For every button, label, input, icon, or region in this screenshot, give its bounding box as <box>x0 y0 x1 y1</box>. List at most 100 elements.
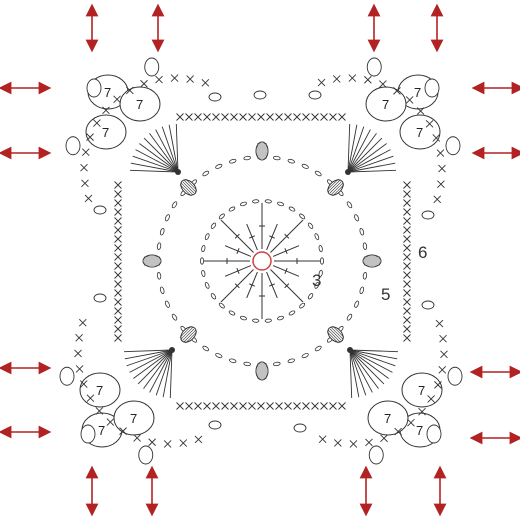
sc-stitch <box>440 335 447 342</box>
sc-stitch <box>115 191 122 198</box>
sc-stitch <box>436 320 443 327</box>
chain-ring-inner <box>265 199 272 203</box>
sc-stitch <box>213 114 220 121</box>
petal-label-7: 7 <box>416 125 423 140</box>
sc-stitch <box>187 76 194 83</box>
chain-ring-inner <box>318 245 322 252</box>
chain-ring-outer <box>301 353 309 359</box>
chain-ring-inner <box>252 199 259 203</box>
sc-stitch <box>115 326 122 333</box>
sc-stitch <box>213 403 220 410</box>
sc-stitch <box>404 209 411 216</box>
sc-stitch <box>379 81 386 88</box>
sc-stitch <box>321 403 328 410</box>
sc-stitch <box>156 76 163 83</box>
chain-ring-inner <box>200 258 203 264</box>
chain-ring-inner <box>240 201 247 206</box>
round-label-6: 6 <box>418 244 427 261</box>
sc-stitch <box>249 114 256 121</box>
sc-stitch <box>404 182 411 189</box>
sc-stitch <box>339 403 346 410</box>
sc-stitch <box>321 114 328 121</box>
chain-ring-outer <box>273 156 280 160</box>
chain-ring-outer <box>171 313 178 321</box>
sc-stitch <box>115 254 122 261</box>
sc-stitch <box>202 79 209 86</box>
fan-treble <box>139 144 178 172</box>
chain-ring-outer <box>202 345 210 352</box>
bobble-picot <box>367 58 381 76</box>
sc-stitch <box>404 254 411 261</box>
sc-stitch <box>333 75 340 82</box>
chain-ring-outer <box>157 243 161 250</box>
sc-stitch <box>79 319 86 326</box>
sc-stitch <box>115 263 122 270</box>
sc-stitch <box>439 366 446 373</box>
sc-stitch <box>231 403 238 410</box>
sc-stitch <box>222 114 229 121</box>
fan-treble <box>348 144 387 172</box>
bobble-picot <box>369 446 383 464</box>
chain-ring-inner <box>299 213 306 220</box>
petal-label-7: 7 <box>418 383 425 398</box>
picot <box>209 421 221 429</box>
chain-ring-inner <box>314 233 320 240</box>
chain-ring-outer <box>160 228 165 235</box>
sc-stitch <box>404 272 411 279</box>
fan-treble <box>144 350 172 389</box>
picot <box>209 93 221 101</box>
sc-stitch <box>115 209 122 216</box>
sc-stitch <box>404 191 411 198</box>
picot <box>422 211 434 219</box>
sc-stitch <box>115 290 122 297</box>
sc-stitch <box>115 236 122 243</box>
sc-stitch <box>434 196 441 203</box>
sc-stitch <box>404 281 411 288</box>
sc-stitch <box>440 351 447 358</box>
sc-stitch <box>140 80 147 87</box>
chain-ring-outer <box>314 170 322 177</box>
sc-stitch <box>177 114 184 121</box>
chain-ring-inner <box>277 316 284 321</box>
sc-stitch <box>75 350 82 357</box>
sc-stitch <box>204 403 211 410</box>
fan-anchor <box>347 347 353 353</box>
sc-stitch <box>404 317 411 324</box>
petal-label-7: 7 <box>130 411 137 426</box>
sc-stitch <box>115 245 122 252</box>
chain-ring-inner <box>210 293 216 300</box>
sc-stitch <box>115 218 122 225</box>
sc-stitch <box>303 403 310 410</box>
chain-ring-outer <box>363 243 367 250</box>
sc-stitch <box>85 195 92 202</box>
sc-stitch <box>404 308 411 315</box>
petal-label-7: 7 <box>104 85 111 100</box>
sc-stitch <box>319 436 326 443</box>
chain-ring-outer <box>288 159 295 164</box>
picot <box>94 206 106 214</box>
sc-stitch <box>115 299 122 306</box>
chain-ring-inner <box>307 293 313 300</box>
sc-stitch <box>186 114 193 121</box>
petal-label-7: 7 <box>384 411 391 426</box>
sc-stitch <box>76 365 83 372</box>
bobble-cluster <box>363 255 381 267</box>
chain-ring-outer <box>202 170 210 177</box>
fan-treble <box>150 133 178 172</box>
chain-ring-inner <box>252 319 259 323</box>
fan-treble <box>350 350 378 389</box>
sc-stitch <box>171 75 178 82</box>
round-label-3: 3 <box>312 272 321 289</box>
sc-stitch <box>404 335 411 342</box>
sc-stitch <box>364 76 371 83</box>
sc-stitch <box>294 114 301 121</box>
bobble-picot <box>425 79 439 97</box>
bobble-picot <box>145 58 159 76</box>
sc-stitch <box>222 403 229 410</box>
sc-stitch <box>149 439 156 446</box>
sc-stitch <box>76 334 83 341</box>
chain-ring-inner <box>288 310 295 316</box>
sc-stitch <box>285 403 292 410</box>
